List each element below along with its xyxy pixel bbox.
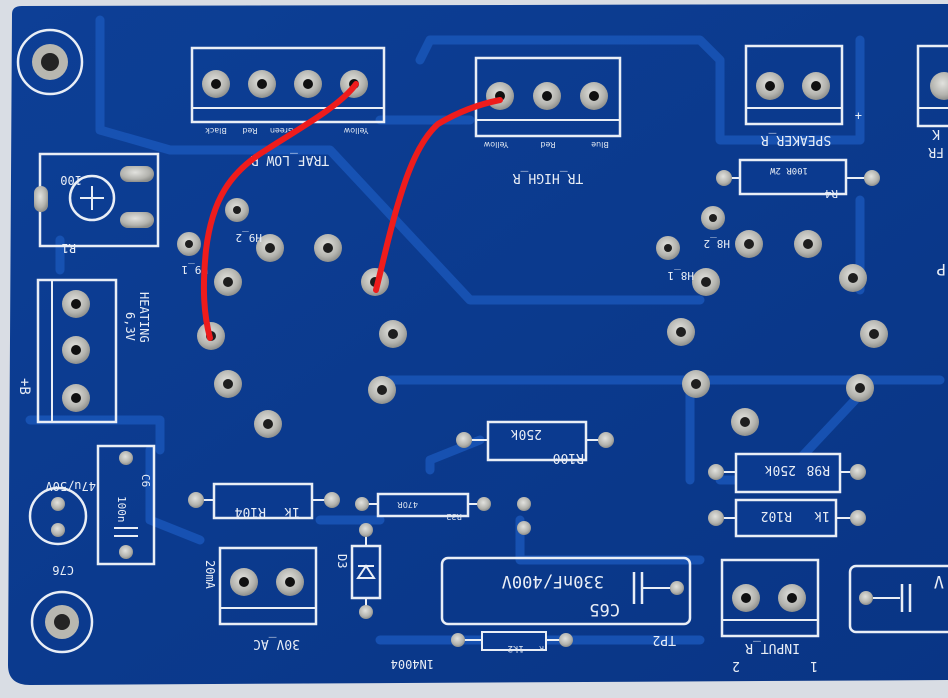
component-value: 1N4004 (391, 657, 434, 671)
component-value: 100R 2W (769, 165, 808, 175)
component-value: 47u/50V (45, 479, 96, 493)
pad-label: H8_1 (668, 269, 695, 282)
connector-label: HEATING (137, 292, 151, 343)
connector-ac: 30V_AC 20mA (203, 546, 318, 651)
mounting-hole-bottom-left (30, 590, 94, 654)
connector-label: TRAF_LOW_R (251, 152, 329, 167)
component-value: 1k (814, 508, 830, 523)
connector-label: K (932, 126, 940, 141)
connector-input: INPUT_R 1 2 (720, 558, 820, 673)
component-ref: R98 (807, 462, 830, 477)
component-ref: R100 (553, 450, 584, 465)
component-value: 1k (284, 504, 300, 519)
resistor-r102: 1k R102 (708, 498, 866, 538)
connector-traf-low: Black Red Green Yellow TRAF_LOW_R (190, 46, 386, 167)
red-wire-left (200, 81, 359, 341)
polarity-mark: + (855, 109, 862, 123)
component-value: V (934, 571, 944, 591)
connector-voltage: 6,3V (123, 312, 137, 341)
trimmer-r1: 100 R1 (34, 152, 160, 255)
pin-label: Black (205, 126, 227, 135)
component-value: 250k (511, 426, 542, 441)
pad-label: H9_2 (236, 231, 263, 244)
component-ref: D3 (335, 554, 349, 568)
component-value: 100 (60, 173, 82, 187)
resistor-r98: R98 250k (708, 452, 866, 494)
connector-label: SPEAKER_R (761, 132, 832, 147)
capacitor-c76: 47u/50V C76 (28, 479, 96, 577)
component-ref: R104 (235, 504, 266, 519)
component-ref: C6 (139, 474, 152, 487)
component-ref: R102 (761, 508, 792, 523)
pin-label: Yellow (343, 126, 369, 135)
pin-label: Red (242, 126, 257, 135)
component-value: 100n (115, 496, 128, 523)
connector-label: 30V_AC (253, 636, 300, 651)
mounting-hole-top-left (16, 28, 84, 96)
component-ref: R1 (62, 241, 76, 255)
component-ref: TP2 (653, 632, 676, 647)
connector-label: TR_HIGH_R (513, 170, 584, 185)
pin-label: Blue (591, 140, 609, 149)
connector-current: 20mA (203, 560, 217, 590)
pin-number: 1 (810, 658, 818, 673)
resistor-r100: 250k R100 (456, 420, 614, 465)
component-value: 1k2 (507, 643, 524, 653)
component-value: 330nF/400V (502, 571, 604, 591)
connector-tr-high: Yellow Red Blue TR_HIGH_R (474, 56, 622, 185)
resistor-r4: 100R 2W R4 (716, 158, 880, 200)
connector-fr-partial: K FR (916, 44, 948, 159)
component-ref: C76 (52, 563, 74, 577)
component-ref: R4 (824, 187, 838, 200)
pin-number: 2 (732, 658, 740, 673)
resistor-r104: 1k R104 (188, 482, 340, 520)
connector-label: FR (928, 144, 944, 159)
pad-label: H8_2 (704, 237, 731, 250)
resistor-r32: 470R R32 (355, 492, 531, 535)
red-wire-right (373, 97, 503, 293)
connector-heating: HEATING 6,3V +B (16, 278, 151, 424)
diode-d3: D3 1N4004 (335, 523, 434, 671)
component-value: 250k (765, 462, 796, 477)
component-value: 470R (397, 500, 418, 509)
connector-label: INPUT_R (745, 640, 800, 655)
component-ref: C65 (589, 599, 620, 619)
resistor-bottom: 1k2 R (451, 631, 573, 653)
edge-label: P (936, 260, 946, 279)
connector-speaker: SPEAKER_R + (744, 44, 862, 147)
pin-label: Yellow (483, 140, 509, 149)
polarity-mark: +B (16, 378, 32, 395)
capacitor-partial: V (848, 564, 948, 634)
pin-label: Green (270, 126, 294, 135)
capacitor-c65: 330nF/400V C65 TP2 (440, 556, 692, 647)
pin-label: Red (540, 140, 555, 149)
component-ref: R32 (446, 512, 462, 521)
capacitor-c6: C6 100n (96, 444, 156, 566)
component-ref: R (539, 644, 544, 652)
